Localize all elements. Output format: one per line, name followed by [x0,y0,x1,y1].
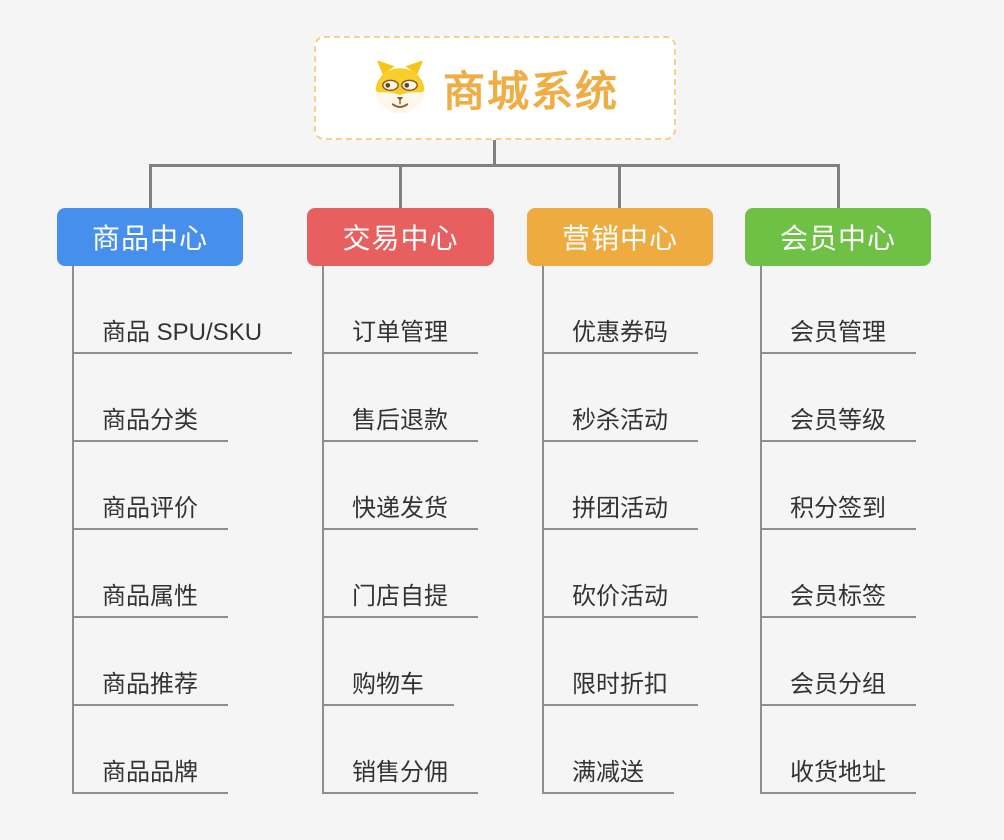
root-topic[interactable]: 商城系统 [314,36,676,140]
leaf-topic[interactable]: 门店自提 [324,530,478,618]
root-topic-title: 商城系统 [442,67,619,115]
leaf-topic[interactable]: 快递发货 [324,442,478,530]
leaf-topic[interactable]: 购物车 [324,618,454,706]
leaf-topic[interactable]: 满减送 [544,706,674,794]
connector-drop [837,164,840,208]
leaf-topic[interactable]: 会员标签 [762,530,916,618]
leaf-topic[interactable]: 优惠券码 [544,266,698,354]
branch-node-marketing-center[interactable]: 营销中心 [527,208,713,266]
leaf-topic[interactable]: 积分签到 [762,442,916,530]
dog-face-icon [375,60,425,114]
leaf-topic[interactable]: 秒杀活动 [544,354,698,442]
leaf-list-product-center: 商品 SPU/SKU 商品分类 商品评价 商品属性 商品推荐 商品品牌 [72,266,293,794]
leaf-topic[interactable]: 订单管理 [324,266,478,354]
branch-node-member-center[interactable]: 会员中心 [745,208,931,266]
leaf-topic[interactable]: 会员管理 [762,266,916,354]
leaf-list-trade-center: 订单管理 售后退款 快递发货 门店自提 购物车 销售分佣 [322,266,478,794]
leaf-list-member-center: 会员管理 会员等级 积分签到 会员标签 会员分组 收货地址 [760,266,916,794]
leaf-topic[interactable]: 砍价活动 [544,530,698,618]
connector-root-stub [493,140,496,166]
connector-drop [149,164,152,208]
leaf-topic[interactable]: 商品 SPU/SKU [74,266,293,354]
leaf-topic[interactable]: 商品推荐 [74,618,228,706]
leaf-topic[interactable]: 拼团活动 [544,442,698,530]
leaf-topic[interactable]: 销售分佣 [324,706,478,794]
connector-drop [618,164,621,208]
connector-bus [149,164,840,167]
leaf-list-marketing-center: 优惠券码 秒杀活动 拼团活动 砍价活动 限时折扣 满减送 [542,266,698,794]
leaf-topic[interactable]: 收货地址 [762,706,916,794]
leaf-topic[interactable]: 商品分类 [74,354,228,442]
leaf-topic[interactable]: 商品属性 [74,530,228,618]
leaf-topic[interactable]: 商品品牌 [74,706,228,794]
branch-node-product-center[interactable]: 商品中心 [57,208,243,266]
leaf-topic[interactable]: 售后退款 [324,354,478,442]
leaf-topic[interactable]: 限时折扣 [544,618,698,706]
connector-drop [399,164,402,208]
leaf-topic[interactable]: 会员等级 [762,354,916,442]
leaf-topic[interactable]: 会员分组 [762,618,916,706]
leaf-topic[interactable]: 商品评价 [74,442,228,530]
branch-node-trade-center[interactable]: 交易中心 [307,208,494,266]
